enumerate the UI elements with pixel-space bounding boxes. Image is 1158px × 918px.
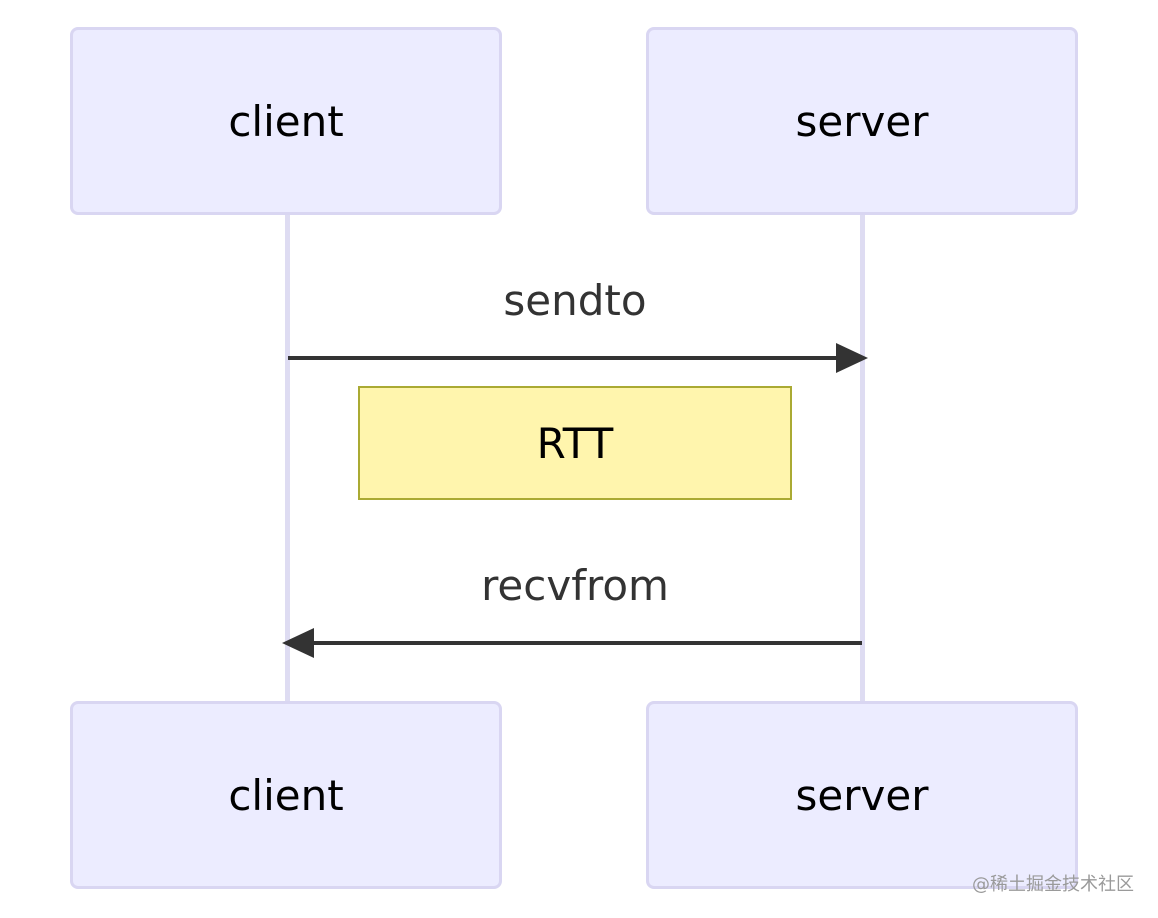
watermark: @稀土掘金技术社区 bbox=[972, 874, 1134, 895]
client-actor-bottom: client bbox=[70, 701, 502, 889]
client-actor-top-label: client bbox=[228, 96, 344, 146]
server-lifeline bbox=[860, 214, 865, 702]
client-actor-top: client bbox=[70, 27, 502, 215]
rtt-note-text: RTT bbox=[536, 418, 614, 468]
sendto-message-label: sendto bbox=[503, 276, 647, 325]
recvfrom-message-label: recvfrom bbox=[481, 561, 669, 610]
server-actor-top-label: server bbox=[795, 96, 929, 146]
rtt-note: RTT bbox=[358, 386, 792, 500]
recvfrom-arrow bbox=[282, 628, 862, 658]
server-actor-top: server bbox=[646, 27, 1078, 215]
sendto-arrow bbox=[288, 343, 868, 373]
client-actor-bottom-label: client bbox=[228, 770, 344, 820]
client-lifeline bbox=[285, 214, 290, 702]
server-actor-bottom-label: server bbox=[795, 770, 929, 820]
server-actor-bottom: server bbox=[646, 701, 1078, 889]
